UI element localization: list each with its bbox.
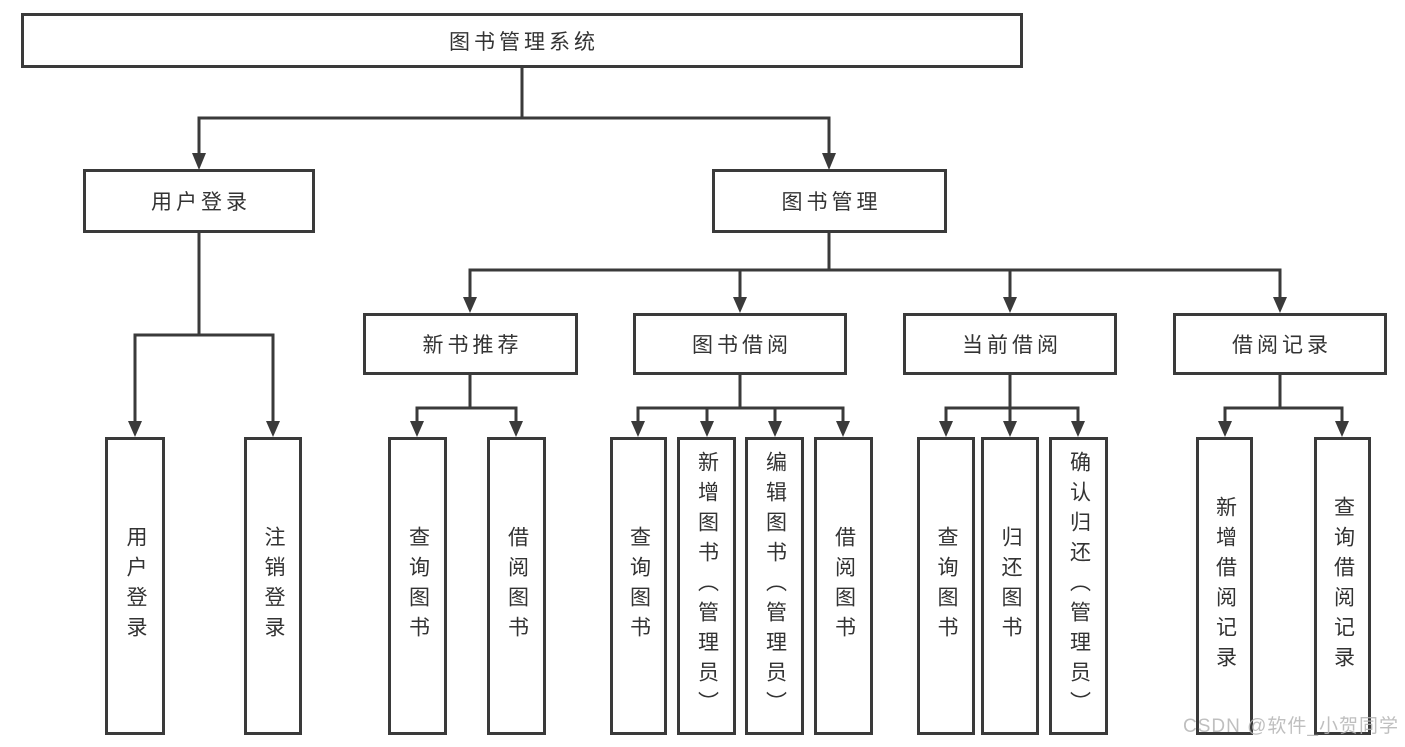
node-logout-leaf: 注销登录 — [244, 437, 302, 735]
watermark: CSDN @软件_小贺同学 — [1183, 716, 1399, 737]
node-query-borrow-record: 查询借阅记录 — [1314, 437, 1371, 735]
node-query-book-current: 查询图书 — [917, 437, 975, 735]
arrowhead-icon — [836, 421, 850, 437]
connector-user-login — [133, 233, 275, 422]
arrowhead-icon — [733, 297, 747, 313]
node-add-book-admin: 新增图书（管理员） — [677, 437, 736, 735]
arrowhead-icon — [1273, 297, 1287, 313]
node-borrow-book-leaf: 借阅图书 — [814, 437, 873, 735]
node-user-login: 用户登录 — [83, 169, 315, 233]
connector-root — [197, 68, 831, 155]
arrowhead-icon — [509, 421, 523, 437]
arrowhead-icon — [192, 153, 206, 170]
node-user-login-leaf: 用户登录 — [105, 437, 165, 735]
arrowhead-icon — [939, 421, 953, 437]
node-edit-book-admin: 编辑图书（管理员） — [745, 437, 804, 735]
connector-current-borrow — [944, 375, 1080, 422]
connector-book-mgmt — [468, 233, 1282, 298]
arrowhead-icon — [1218, 421, 1232, 437]
arrowhead-icon — [266, 421, 280, 437]
arrowhead-icon — [631, 421, 645, 437]
node-new-book-rec: 新书推荐 — [363, 313, 578, 375]
node-add-borrow-record: 新增借阅记录 — [1196, 437, 1253, 735]
node-borrow-records: 借阅记录 — [1173, 313, 1387, 375]
connector-borrow-records — [1223, 375, 1344, 422]
arrowhead-icon — [700, 421, 714, 437]
arrowhead-icon — [128, 421, 142, 437]
connector-book-borrow — [636, 375, 845, 422]
node-book-borrow: 图书借阅 — [633, 313, 847, 375]
connector-new-book — [415, 375, 518, 422]
arrowhead-icon — [1003, 421, 1017, 437]
arrowhead-icon — [410, 421, 424, 437]
node-root: 图书管理系统 — [21, 13, 1023, 68]
node-return-book: 归还图书 — [981, 437, 1039, 735]
node-current-borrow: 当前借阅 — [903, 313, 1117, 375]
node-query-book-rec: 查询图书 — [388, 437, 447, 735]
node-book-mgmt: 图书管理 — [712, 169, 947, 233]
node-confirm-return-admin: 确认归还（管理员） — [1049, 437, 1108, 735]
arrowhead-icon — [1335, 421, 1349, 437]
arrowhead-icon — [768, 421, 782, 437]
arrowhead-icon — [822, 153, 836, 170]
arrowhead-icon — [1003, 297, 1017, 313]
arrowhead-icon — [463, 297, 477, 313]
node-query-book-borrow: 查询图书 — [610, 437, 667, 735]
arrowhead-icon — [1071, 421, 1085, 437]
node-borrow-book-rec: 借阅图书 — [487, 437, 546, 735]
